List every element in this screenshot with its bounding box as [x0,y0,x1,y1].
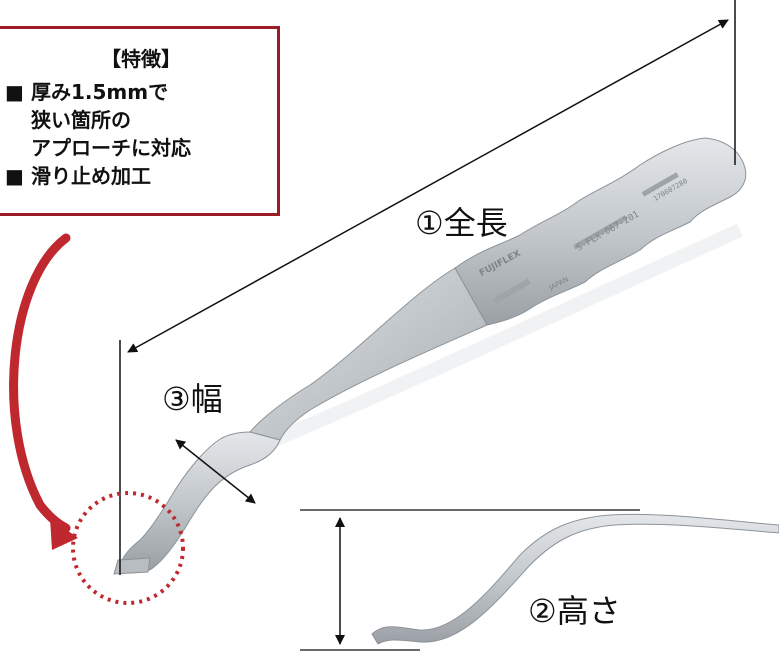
feature-item-1-line-1: 厚み1.5mmで [31,80,169,104]
height-label: ②高さ [528,592,621,630]
length-label: ①全長 [415,204,508,242]
length-arrow [127,19,729,353]
bullet-icon: ■ [5,80,24,104]
feature-item-1: ■ 厚み1.5mmで [5,78,277,106]
side-view-tool [300,509,779,651]
width-arrow [175,439,256,504]
feature-box: 【特徴】 ■ 厚み1.5mmで 狭い箇所の アプローチに対応 ■ 滑り止め加工 [0,26,280,216]
feature-item-2-text: 滑り止め加工 [31,164,151,188]
feature-item-2: ■ 滑り止め加工 [5,162,277,190]
feature-item-1-line-2: 狭い箇所の [31,108,131,132]
feature-item-1-line-3: アプローチに対応 [31,136,191,160]
bullet-icon: ■ [5,164,24,188]
red-curved-arrow [9,233,71,533]
feature-title: 【特徴】 [101,47,181,71]
width-label: ③幅 [162,380,223,418]
tip-highlight-circle [71,491,185,605]
red-arrow-head [50,518,78,550]
